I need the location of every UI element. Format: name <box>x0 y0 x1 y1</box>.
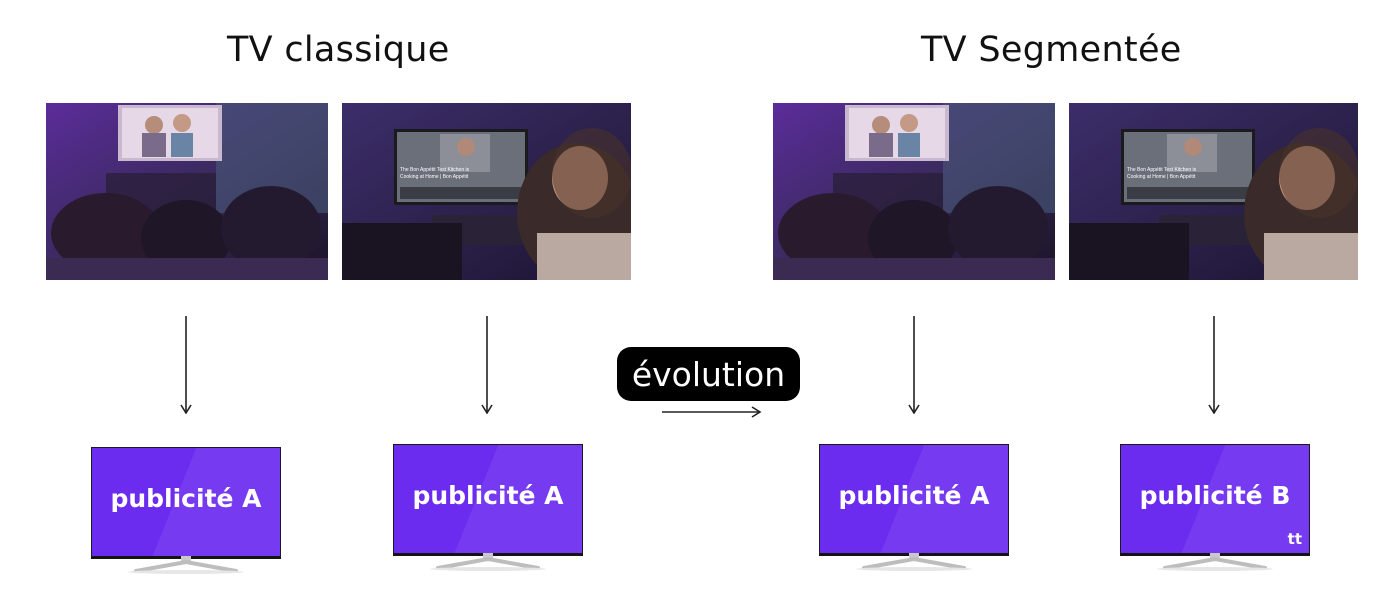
arrow-down-icon <box>908 316 920 414</box>
photo-group-watching-tv-2 <box>773 103 1055 280</box>
tv-screen: publicité A <box>393 444 583 556</box>
tv-ad-4: publicité B tt <box>1120 444 1310 572</box>
arrow-down-icon <box>481 316 493 414</box>
tv-screen: publicité A <box>819 444 1009 556</box>
photo-woman-watching-tv-2: The Bon Appétit Test Kitchen is Cooking … <box>1069 103 1358 280</box>
tv-stand-icon <box>430 553 546 571</box>
tv-screen-text-line-1: The Bon Appétit Test Kitchen is <box>400 167 470 173</box>
tv-stand-icon <box>1157 553 1273 571</box>
tv-ad-label: publicité A <box>838 481 990 510</box>
tv-screen: publicité B tt <box>1120 444 1310 556</box>
tv-screen-text-line-2: Cooking at Home | Bon Appétit <box>400 174 469 180</box>
tv-ad-2: publicité A <box>393 444 583 572</box>
heading-tv-classique: TV classique <box>227 30 450 70</box>
photo-woman-watching-tv-1: The Bon Appétit Test Kitchen is Cooking … <box>342 103 631 280</box>
arrow-down-icon <box>180 316 192 414</box>
photo-group-watching-tv-1 <box>46 103 328 280</box>
tv-screen-text-line-1: The Bon Appétit Test Kitchen is <box>1127 167 1197 173</box>
tv-stand-icon <box>128 556 244 574</box>
tv-ad-1: publicité A <box>91 447 281 575</box>
tv-ad-3: publicité A <box>819 444 1009 572</box>
evolution-badge: évolution <box>617 347 800 401</box>
tv-screen: publicité A <box>91 447 281 559</box>
arrow-right-icon <box>660 404 762 420</box>
tv-ad-label: publicité A <box>412 481 564 510</box>
tv-screen-text-line-2: Cooking at Home | Bon Appétit <box>1127 174 1196 180</box>
tv-ad-label: publicité A <box>110 484 262 513</box>
arrow-down-icon <box>1208 316 1220 414</box>
heading-tv-segmentee: TV Segmentée <box>921 30 1182 70</box>
tv-ad-label: publicité B <box>1139 481 1291 510</box>
tv-stand-icon <box>856 553 972 571</box>
brand-logo: tt <box>1287 530 1302 548</box>
